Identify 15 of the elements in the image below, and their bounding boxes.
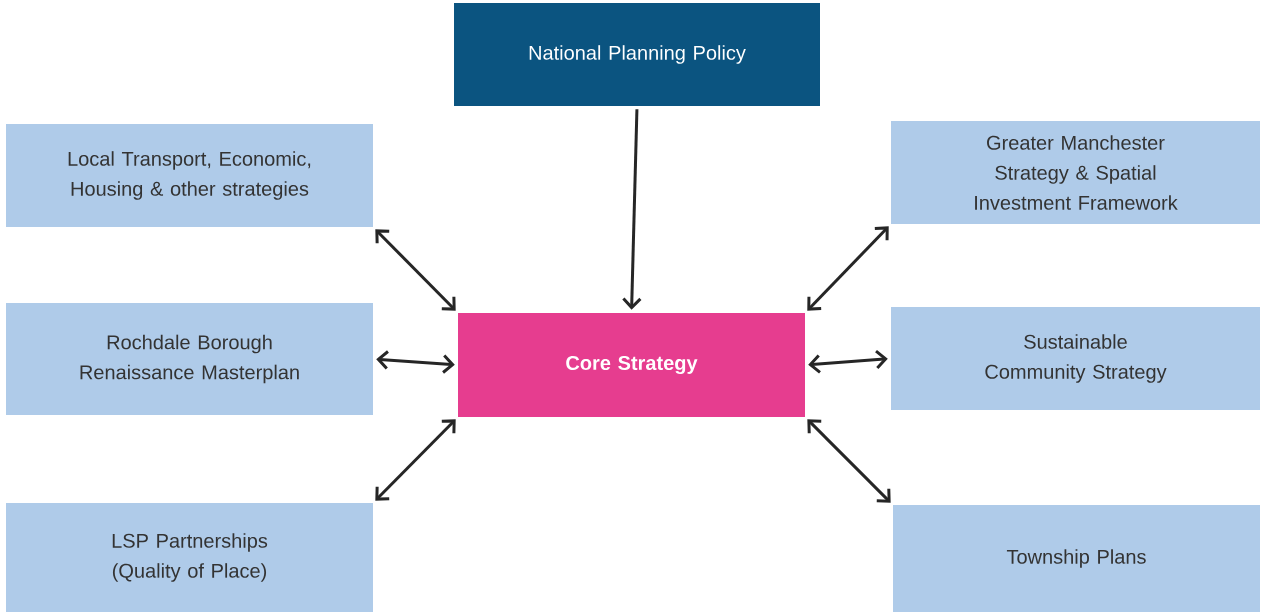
policy-box: National Planning Policy	[454, 3, 820, 106]
strategy-box: Township Plans	[893, 505, 1260, 612]
core-box: Core Strategy	[458, 313, 805, 417]
strategy-box: Rochdale Borough Renaissance Masterplan	[6, 303, 373, 415]
strategy-box: LSP Partnerships (Quality of Place)	[6, 503, 373, 612]
arrow	[375, 419, 456, 501]
arrow	[808, 349, 888, 374]
strategy-box: Local Transport, Economic, Housing & other strategies	[6, 124, 373, 227]
strategy-box: Sustainable Community Strategy	[891, 307, 1260, 410]
strategy-box: Greater Manchester Strategy & Spatial Investment Framework	[891, 121, 1260, 224]
arrow	[622, 109, 642, 310]
arrow	[807, 419, 891, 503]
arrow	[807, 226, 889, 311]
arrow	[375, 229, 456, 311]
arrow	[376, 350, 455, 374]
